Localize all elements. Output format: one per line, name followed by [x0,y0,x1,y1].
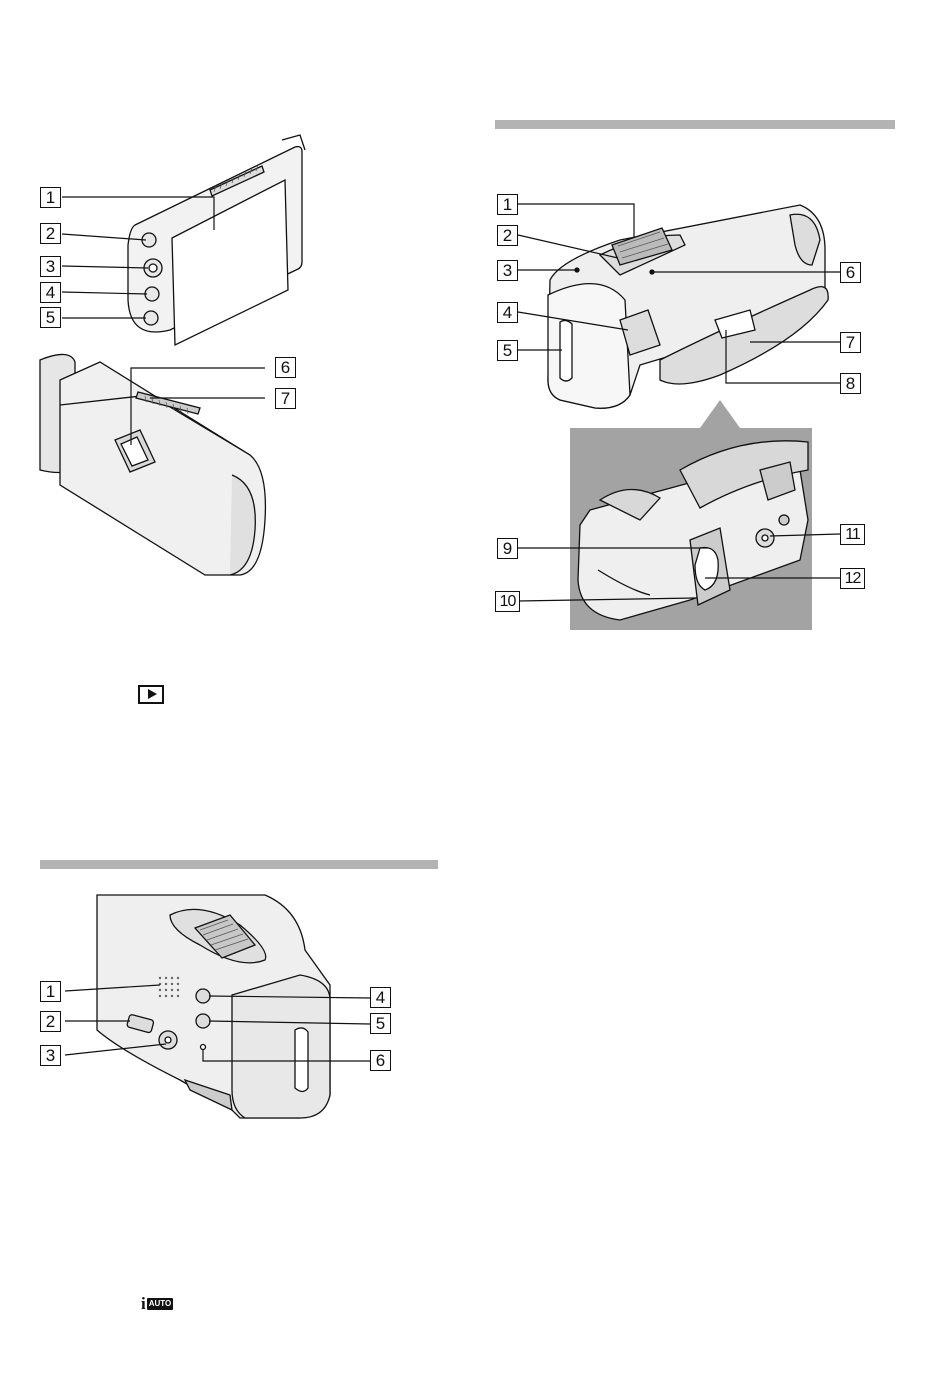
callout-top-8: 8 [840,373,861,394]
callout-top-10: 10 [495,591,520,612]
callout-lcd-back-6: 6 [275,357,296,378]
callout-lcd-3: 3 [40,256,61,277]
callout-lcd-back-7: 7 [275,388,296,409]
iauto-letter: i [141,1295,146,1312]
callout-top-6: 6 [840,262,861,283]
callout-top-12: 12 [840,568,865,589]
callout-lcd-2: 2 [40,223,61,244]
callout-top-7: 7 [840,332,861,353]
callout-top-3: 3 [497,260,518,281]
callout-top-9: 9 [497,538,518,559]
callout-top-2: 2 [497,225,518,246]
callout-lcd-1: 1 [40,187,61,208]
play-icon [138,685,164,704]
callout-lcd-4: 4 [40,282,61,303]
callout-rear-3: 3 [40,1045,61,1066]
callout-rear-6: 6 [370,1050,391,1071]
callout-top-11: 11 [840,524,865,545]
callout-rear-1: 1 [40,981,61,1002]
callout-lcd-5: 5 [40,307,61,328]
iauto-icon: i AUTO [141,1296,173,1311]
iauto-box: AUTO [147,1298,174,1310]
callout-top-5: 5 [497,340,518,361]
callout-top-1: 1 [497,194,518,215]
callout-rear-2: 2 [40,1011,61,1032]
callout-rear-4: 4 [370,987,391,1008]
callout-rear-5: 5 [370,1013,391,1034]
callout-top-4: 4 [497,302,518,323]
